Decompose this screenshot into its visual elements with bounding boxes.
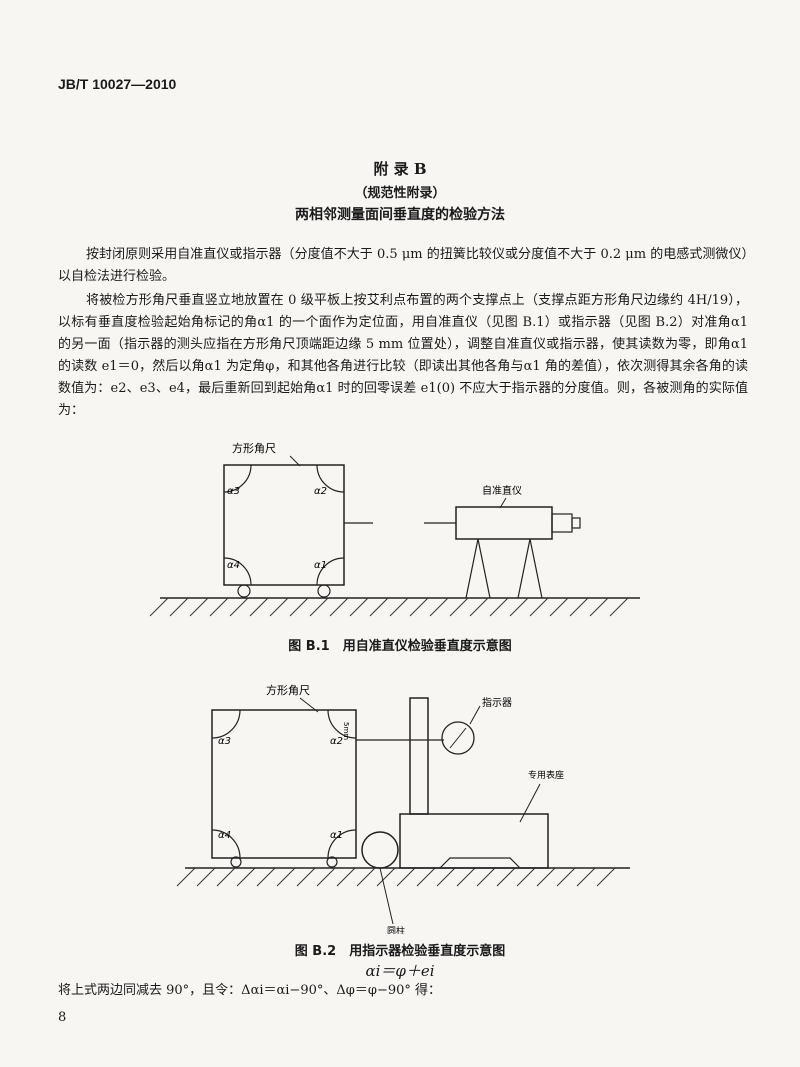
fig1-angle-a3: α3 xyxy=(227,486,240,497)
corner-arc-a3 xyxy=(223,464,252,493)
support-left xyxy=(237,584,251,598)
cylinder xyxy=(361,831,399,869)
support-right xyxy=(317,584,331,598)
stand-column xyxy=(409,697,429,815)
paragraph-1: 按封闭原则采用自准直仪或指示器（分度值不大于 0.5 μm 的扭簧比较仪或分度值… xyxy=(58,247,748,284)
fig2-stand-label: 专用表座 xyxy=(528,769,564,781)
fig1-square-label: 方形角尺 xyxy=(232,441,276,455)
fig2-indicator-label: 指示器 xyxy=(482,696,512,709)
collimator-body xyxy=(455,506,553,540)
formula: αi＝φ＋ei xyxy=(365,962,435,980)
fig2-angle-a2: α2 xyxy=(330,736,343,747)
indicator-dial xyxy=(441,721,475,755)
fig2-5mm-label: 5mm xyxy=(342,722,350,740)
fig1-angle-a2: α2 xyxy=(314,486,327,497)
corner-arc-a4 xyxy=(223,557,252,586)
ground-hatch xyxy=(149,597,629,617)
paragraph-2: 将被检方形角尺垂直竖立地放置在 0 级平板上按艾利点布置的两个支撑点上（支撑点距… xyxy=(58,293,748,418)
corner-arc-a2 xyxy=(316,464,345,493)
figure-b1-caption: 图 B.1 用自准直仪检验垂直度示意图 xyxy=(288,639,512,654)
fig2-angle-a4: α4 xyxy=(218,830,231,841)
figure-b2: α3 α2 α4 α1 方形角尺 5mm 指示器 专用表座 圆柱 xyxy=(176,683,630,934)
closing-text: 将上式两边同减去 90°，且令：Δαi＝αi−90°、Δφ＝φ−90° 得： xyxy=(58,983,442,998)
fig1-angle-a4: α4 xyxy=(227,560,240,571)
appendix-heading: 两相邻测量面间垂直度的检验方法 xyxy=(295,207,505,223)
figure-b1: α3 α2 α4 α1 方形角尺 自准直仪 xyxy=(149,441,640,617)
square-ruler xyxy=(223,464,345,586)
square-ruler-2 xyxy=(211,709,357,859)
appendix-subtitle: （规范性附录） xyxy=(354,186,446,201)
document-code: JB/T 10027—2010 xyxy=(58,76,177,92)
fig2-angle-a1: α1 xyxy=(330,830,343,841)
page-number: 8 xyxy=(58,1010,67,1025)
fig2-angle-a3: α3 xyxy=(218,736,231,747)
fig2-cylinder-label: 圆柱 xyxy=(387,925,405,934)
stand-base xyxy=(399,813,549,869)
corner-arc-a1 xyxy=(316,557,345,586)
figure-b2-caption: 图 B.2 用指示器检验垂直度示意图 xyxy=(294,944,506,959)
collimator-eyepiece xyxy=(551,513,573,533)
fig1-angle-a1: α1 xyxy=(314,560,327,571)
appendix-title: 附 录 B xyxy=(373,160,427,178)
fig2-square-label: 方形角尺 xyxy=(266,683,310,697)
ground-hatch-2 xyxy=(176,867,616,887)
fig1-collimator-label: 自准直仪 xyxy=(482,484,522,497)
